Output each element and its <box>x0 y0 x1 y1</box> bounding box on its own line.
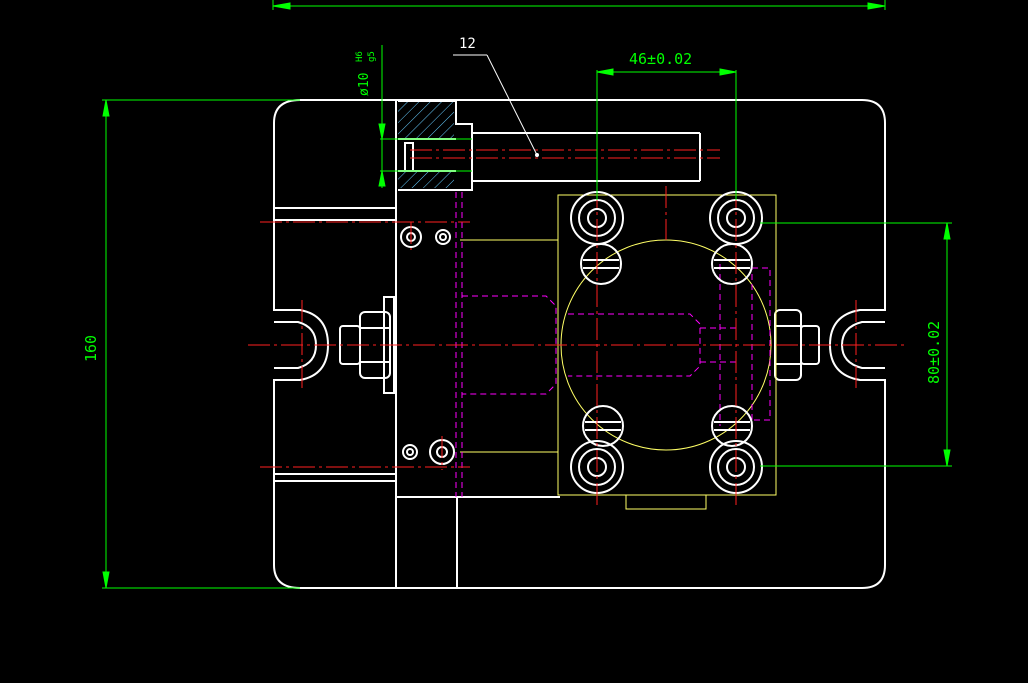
sectioned-jaw-block <box>398 100 701 191</box>
top-dimension-line <box>272 0 886 10</box>
slotted-screw-br <box>711 405 753 447</box>
dimension-46-label: 46±0.02 <box>629 50 692 68</box>
fit-tolerance-upper: H6 <box>355 51 365 62</box>
part-callout-leader <box>453 54 539 157</box>
dimension-160-label: 160 <box>82 335 100 362</box>
part-callout-number: 12 <box>459 36 476 52</box>
dowel-pin-upper <box>400 226 451 248</box>
slotted-screw-tl <box>580 243 622 285</box>
centerlines <box>248 149 905 505</box>
fixture-base-outline <box>273 99 886 589</box>
dimension-80-label: 80±0.02 <box>925 321 943 384</box>
slotted-screw-bl <box>582 405 624 447</box>
dimension-80 <box>760 222 952 467</box>
diameter-label: ø10 <box>357 73 372 96</box>
socket-bolts <box>400 191 763 494</box>
dimension-diameter-10 <box>378 45 472 188</box>
dimension-46 <box>596 68 737 200</box>
dowel-pin-lower <box>402 439 455 465</box>
fit-tolerance-lower: g5 <box>367 51 377 62</box>
slotted-screw-tr <box>711 243 753 285</box>
dimension-160 <box>102 99 300 589</box>
